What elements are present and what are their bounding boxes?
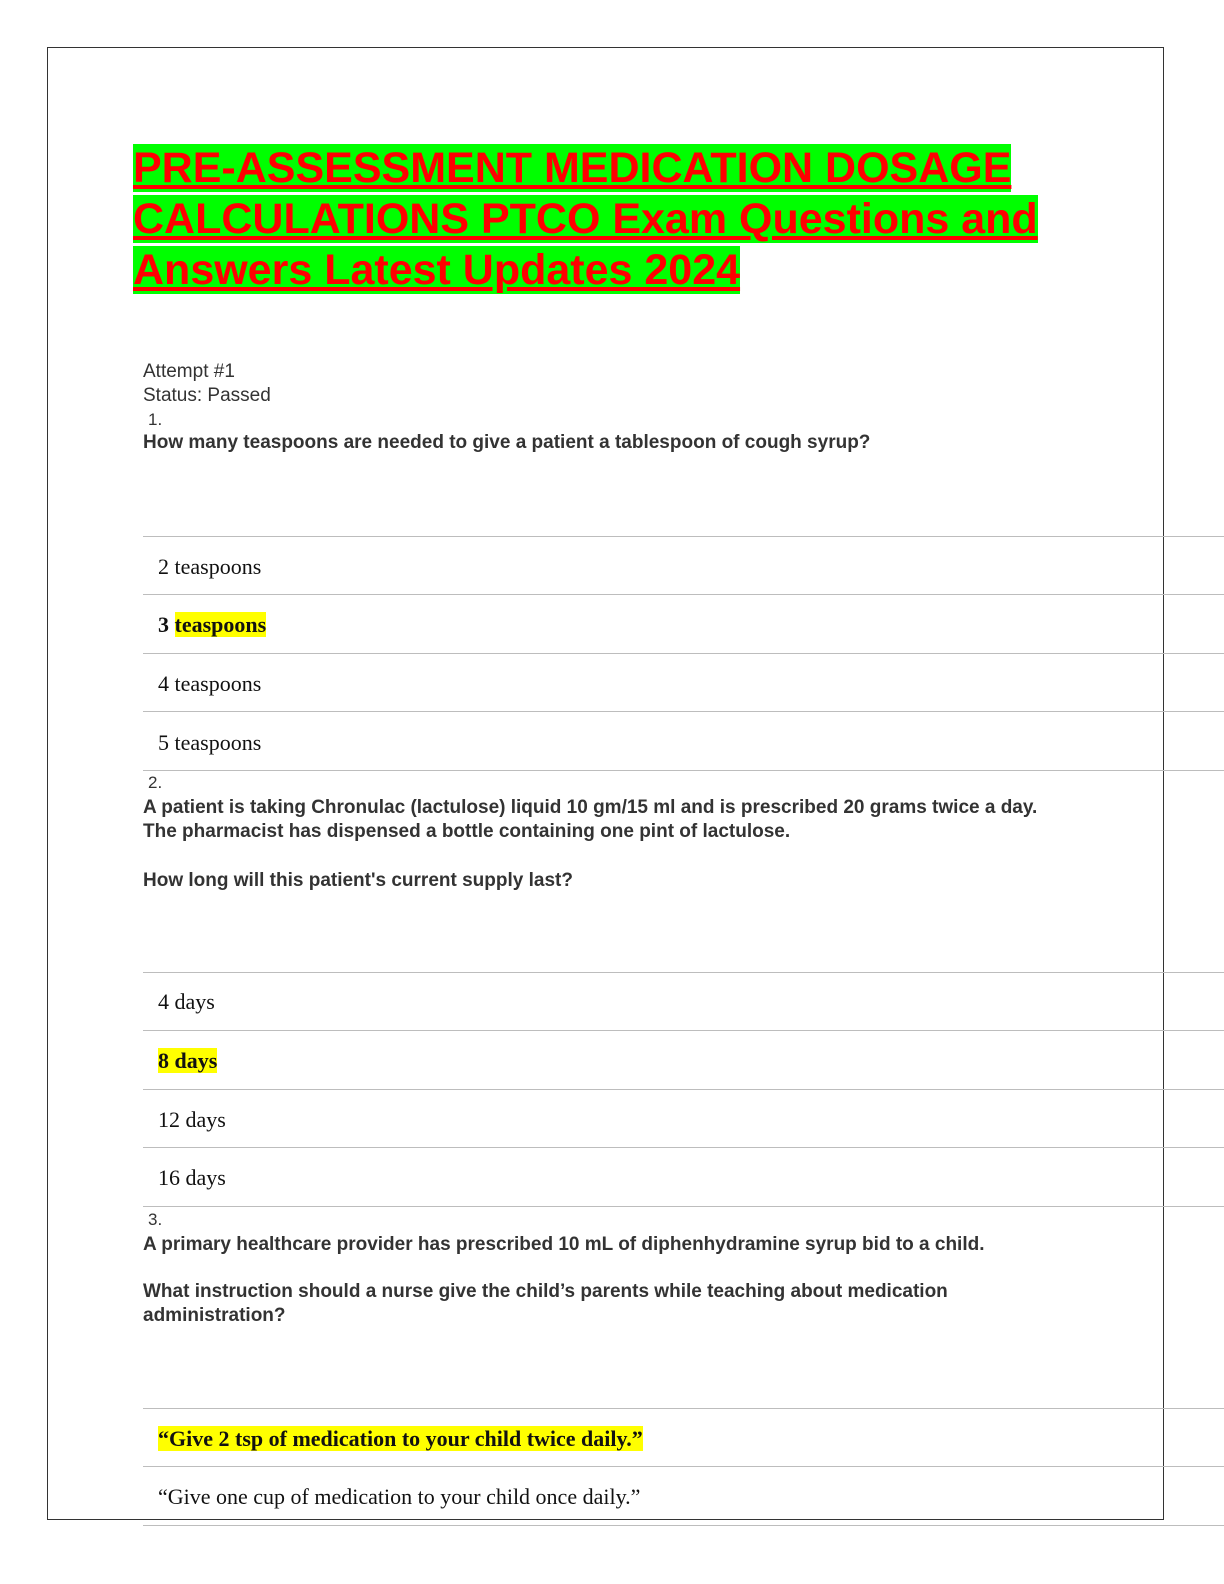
question-3-prompt: What instruction should a nurse give the… — [143, 1281, 948, 1326]
answer-highlight: “Give 2 tsp of medication to your child … — [158, 1426, 643, 1451]
answer-highlight: teaspoons — [174, 612, 267, 637]
divider — [143, 536, 1224, 537]
question-1-option-2-correct[interactable]: 3 teaspoons — [158, 612, 267, 638]
divider — [143, 1147, 1224, 1148]
question-3-number: 3. — [148, 1210, 163, 1229]
question-2-number: 2. — [148, 773, 163, 792]
option-number: 3 — [158, 612, 169, 637]
question-1-option-1[interactable]: 2 teaspoons — [158, 554, 262, 579]
question-1-text: How many teaspoons are needed to give a … — [143, 432, 871, 453]
page-border — [47, 47, 1164, 1520]
question-2-option-4[interactable]: 16 days — [158, 1165, 226, 1190]
divider — [143, 1408, 1224, 1409]
question-3-text: A primary healthcare provider has prescr… — [143, 1234, 985, 1255]
status-label: Status: Passed — [143, 385, 271, 406]
question-2-option-3[interactable]: 12 days — [158, 1107, 226, 1132]
question-2-option-2-correct[interactable]: 8 days — [158, 1048, 218, 1074]
divider — [143, 711, 1224, 712]
attempt-label: Attempt #1 — [143, 361, 235, 382]
question-1-number: 1. — [148, 410, 163, 429]
divider — [143, 1525, 1224, 1526]
divider — [143, 1466, 1224, 1467]
question-1-option-4[interactable]: 5 teaspoons — [158, 730, 262, 755]
divider — [143, 972, 1224, 973]
question-1-option-3[interactable]: 4 teaspoons — [158, 671, 262, 696]
divider — [143, 770, 1224, 771]
question-2-text: A patient is taking Chronulac (lactulose… — [143, 797, 1038, 842]
question-3-option-1-correct[interactable]: “Give 2 tsp of medication to your child … — [158, 1426, 643, 1452]
answer-highlight: 8 days — [158, 1048, 218, 1073]
document-title-text: PRE-ASSESSMENT MEDICATION DOSAGE CALCULA… — [133, 144, 1038, 294]
divider — [143, 1030, 1224, 1031]
question-2-option-1[interactable]: 4 days — [158, 989, 215, 1014]
document-title: PRE-ASSESSMENT MEDICATION DOSAGE CALCULA… — [133, 143, 1093, 296]
divider — [143, 1206, 1224, 1207]
divider — [143, 653, 1224, 654]
divider — [143, 594, 1224, 595]
divider — [143, 1089, 1224, 1090]
question-3-option-2[interactable]: “Give one cup of medication to your chil… — [158, 1484, 641, 1509]
question-2-prompt: How long will this patient's current sup… — [143, 870, 573, 891]
